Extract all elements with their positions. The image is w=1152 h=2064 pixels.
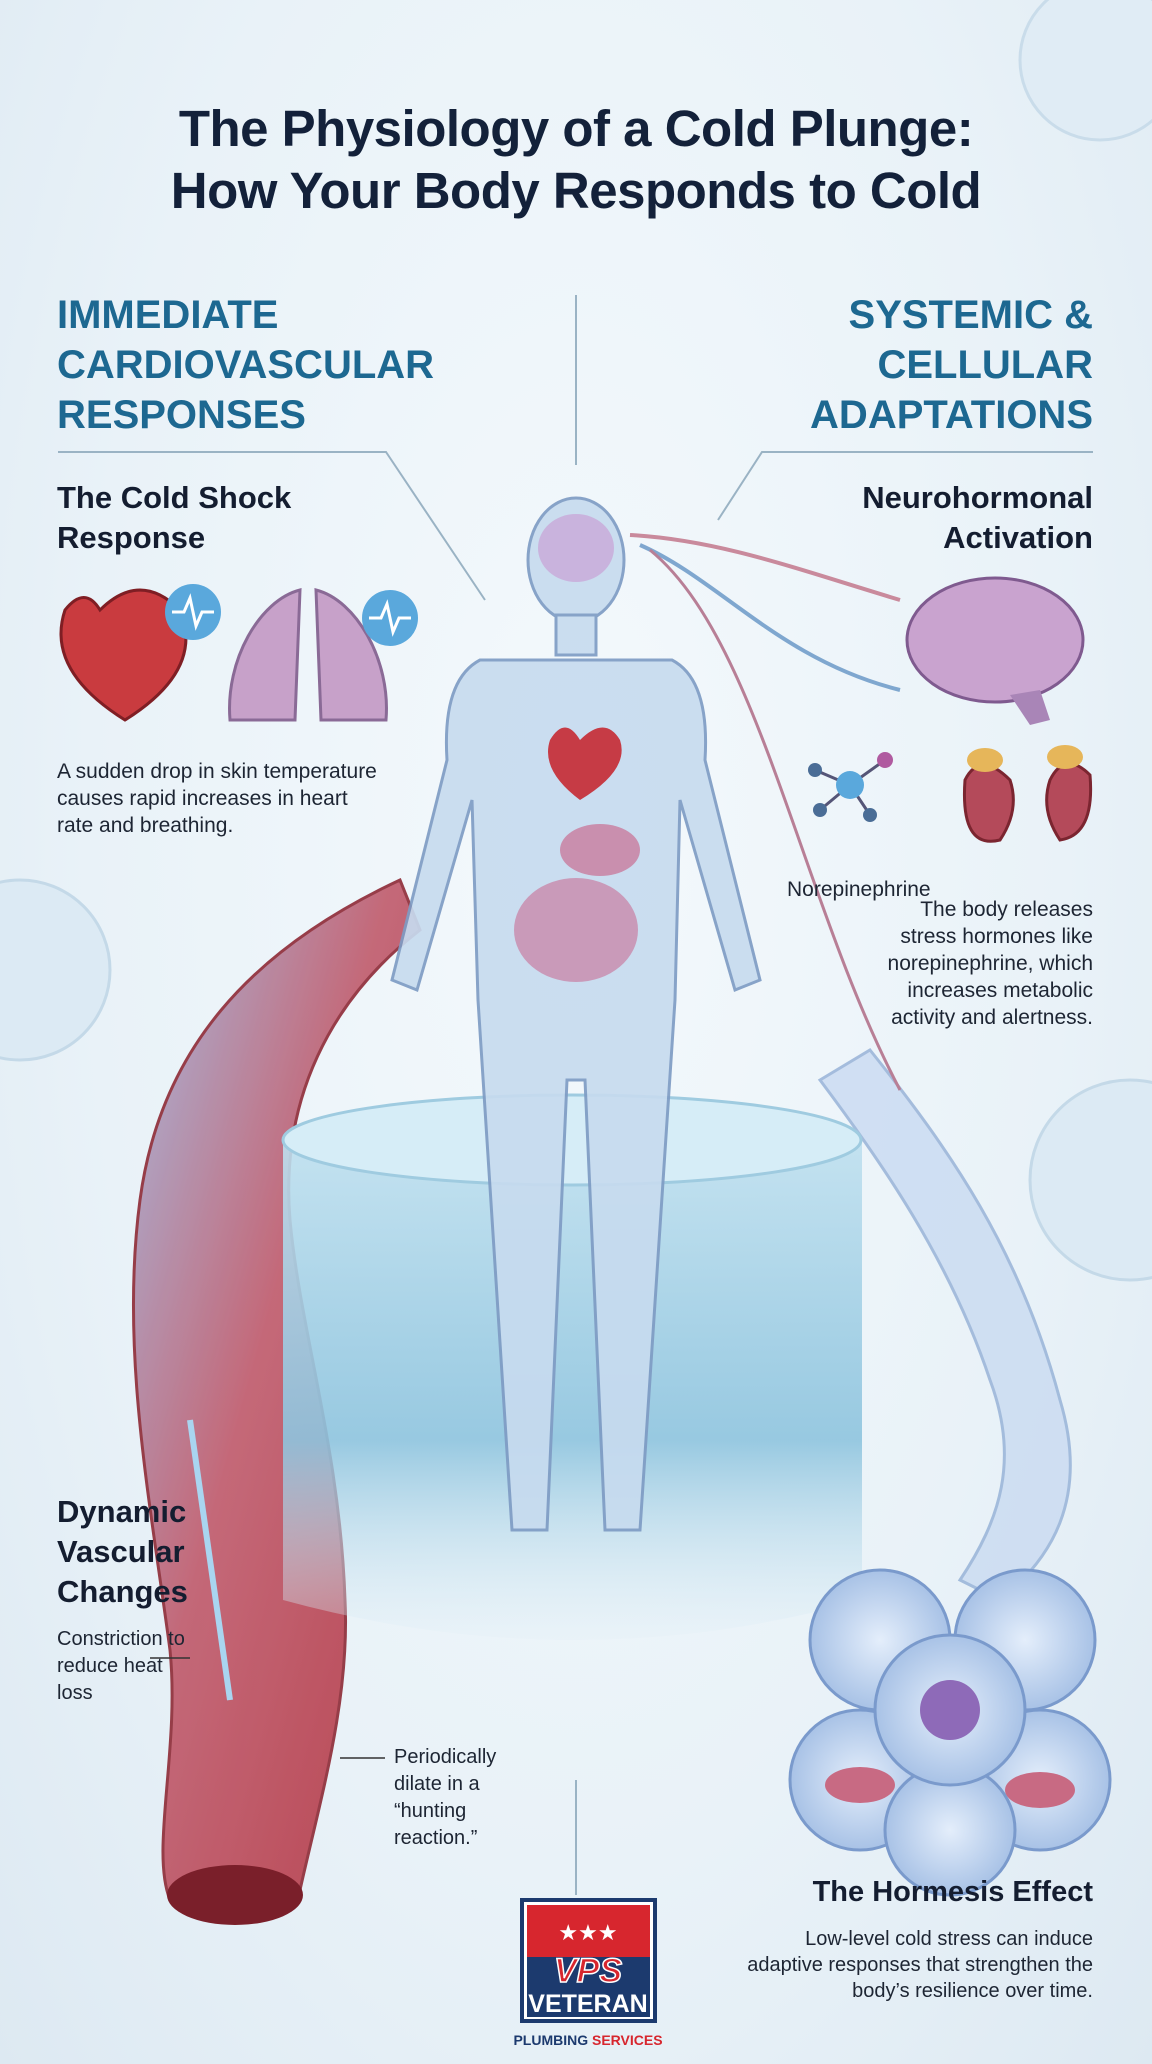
background-cell xyxy=(0,878,112,1062)
kidneys-icon xyxy=(962,762,1093,843)
ice-water-plunge xyxy=(283,1140,862,1640)
dilation-text: Periodically dilate in a “hunting reacti… xyxy=(394,1746,497,1849)
right-section-heading: SYSTEMIC & CELLULAR ADAPTATIONS xyxy=(810,293,1093,437)
water-surface xyxy=(281,1093,863,1187)
hormesis-title: The Hormesis Effect xyxy=(812,1876,1093,1908)
nerve-pathway xyxy=(639,543,901,692)
norepinephrine-molecule-icon xyxy=(808,752,893,822)
mitochondrion-icon xyxy=(825,1767,895,1803)
vessel-opening xyxy=(167,1865,303,1925)
cold-shock-text: A sudden drop in skin temperature causes… xyxy=(57,760,377,837)
background-cell xyxy=(1028,1078,1152,1282)
lungs-icon xyxy=(228,588,388,722)
neurohormonal-text: The body releases stress hormones like n… xyxy=(887,898,1093,1029)
figure-heart xyxy=(548,727,622,800)
cold-shock-title: The Cold Shock Response xyxy=(57,480,292,555)
brain-in-head xyxy=(538,514,614,582)
nerve-pathway xyxy=(629,533,901,602)
vps-veteran-logo: ★★★ VPS VETERAN PLUMBING SERVICES xyxy=(513,1898,663,2048)
hormesis-text: Low-level cold stress can induce adaptiv… xyxy=(747,1928,1093,2002)
figure-stomach xyxy=(560,824,640,876)
nerve-pathway xyxy=(649,548,902,1091)
mitochondrion-icon xyxy=(1005,1772,1075,1808)
right-leader-line xyxy=(717,451,1093,521)
cell-nucleus xyxy=(920,1680,980,1740)
constriction-text: Constriction to reduce heat loss xyxy=(57,1628,185,1704)
vascular-title: Dynamic Vascular Changes xyxy=(57,1494,188,1609)
brain-icon xyxy=(905,576,1085,704)
svg-text:PLUMBING SERVICES: PLUMBING SERVICES xyxy=(513,2032,662,2048)
background-cell xyxy=(1018,0,1152,142)
left-leader-line xyxy=(58,451,486,601)
svg-text:★★★: ★★★ xyxy=(558,1921,617,1946)
svg-text:VPS: VPS xyxy=(554,1952,622,1990)
norepinephrine-label: Norepinephrine xyxy=(787,878,931,901)
flow-arrow xyxy=(187,1419,233,1701)
figure-intestines xyxy=(514,878,638,982)
neurohormonal-title: Neurohormonal Activation xyxy=(862,480,1093,555)
heart-organ-icon xyxy=(59,588,188,722)
left-section-heading: IMMEDIATE CARDIOVASCULAR RESPONSES xyxy=(57,293,435,437)
page-title: The Physiology of a Cold Plunge:How Your… xyxy=(170,100,982,219)
svg-text:VETERAN: VETERAN xyxy=(528,1990,647,2018)
